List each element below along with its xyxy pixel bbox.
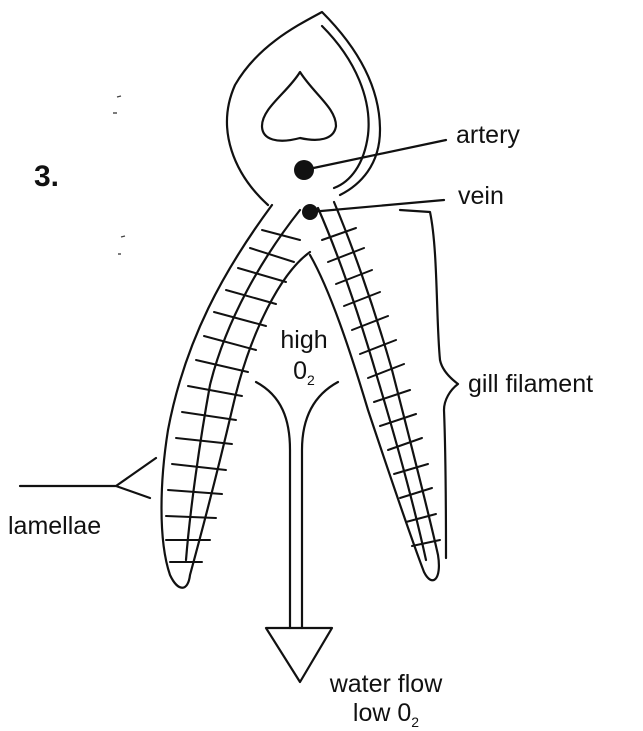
water-flow-arrow [256, 382, 338, 682]
gill-filament-label: gill filament [468, 372, 593, 397]
low-o2-base: low 0 [353, 699, 411, 727]
vein-dot [302, 204, 318, 220]
lamellae-lines-left [166, 230, 300, 562]
high-o2-base: 0 [293, 357, 307, 385]
low-o2-formula: low 02 [315, 701, 457, 729]
low-o2-subscript: 2 [411, 714, 419, 730]
water-flow-low-o2-label: water flow low 02 [315, 672, 457, 729]
artery-pointer [304, 140, 446, 170]
artery-dot [294, 160, 314, 180]
lamellae-label: lamellae [8, 514, 101, 539]
gill-filament-right [310, 202, 439, 580]
figure-number: 3. [34, 162, 59, 192]
vein-pointer [310, 200, 444, 212]
gill-arch-cavity [262, 72, 336, 141]
lamellae-pointer [20, 458, 156, 498]
vein-label: vein [458, 184, 504, 209]
gill-filament-bracket [400, 210, 458, 558]
gill-filament-left [162, 205, 311, 588]
artery-label: artery [456, 123, 520, 148]
water-flow-text: water flow [315, 672, 457, 697]
high-o2-formula: 02 [276, 359, 332, 387]
high-word: high [276, 328, 332, 353]
high-o2-label: high 02 [276, 328, 332, 387]
scan-specks [113, 96, 125, 254]
high-o2-subscript: 2 [307, 372, 315, 388]
